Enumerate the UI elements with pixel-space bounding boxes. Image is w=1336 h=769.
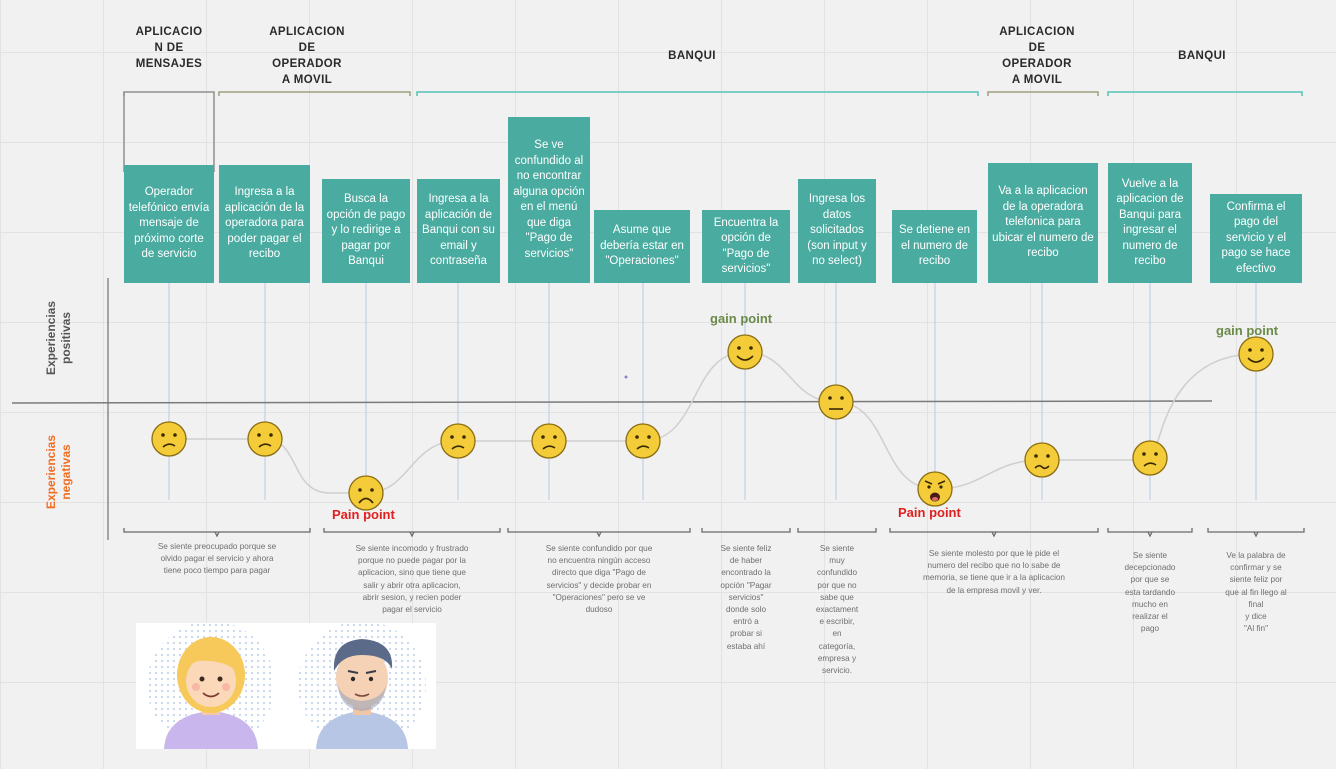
face-icon-step-10 [1024, 442, 1060, 478]
description-1: Se siente preocupado porque se olvido pa… [157, 542, 277, 576]
face-icon-step-11 [1132, 440, 1168, 476]
step-card-6: Asume que debería estar en "Operaciones" [594, 210, 690, 283]
man-avatar [298, 623, 426, 749]
step-card-8: Ingresa los datos solicitados (son input… [798, 179, 876, 283]
pain-point-label-2: Pain point [898, 505, 961, 520]
step-card-5: Se ve confundido al no encontrar alguna … [508, 117, 590, 283]
step-text: Operador telefónico envía mensaje de pró… [128, 186, 210, 261]
face-icon-step-9 [917, 471, 953, 507]
step-text: Se detiene en el numero de recibo [899, 224, 970, 268]
step-text: Ingresa a la aplicación de la operadora … [224, 186, 305, 261]
woman-avatar [147, 623, 275, 749]
phase-bracket-2 [218, 91, 411, 96]
step-text: Confirma el pago del servicio y el pago … [1221, 200, 1291, 275]
phase-bracket-5 [1107, 91, 1303, 96]
description-8: Ve la palabra de confirmar y se siente f… [1225, 551, 1287, 634]
step-text: Ingresa a la aplicación de Banqui con su… [422, 193, 495, 268]
step-card-2: Ingresa a la aplicación de la operadora … [219, 165, 310, 283]
phase-bracket-4 [987, 91, 1099, 96]
persona-avatars [147, 623, 426, 749]
description-5: Se siente muy confundido por que no sabe… [815, 544, 859, 676]
step-card-3: Busca la opción de pago y lo redirige a … [322, 179, 410, 283]
face-icon-step-1 [151, 421, 187, 457]
phase-bracket-3 [416, 91, 979, 96]
personas-panel [136, 623, 436, 749]
description-2: Se siente incomodo y frustrado porque no… [355, 544, 469, 615]
step-text: Vuelve a la aplicacion de Banqui para in… [1116, 177, 1184, 268]
phase-header-operador-1: APLICACION DE OPERADOR A MOVIL [269, 26, 345, 86]
step-card-7: Encuentra la opción de "Pago de servicio… [702, 210, 790, 283]
description-7: Se siente decepcionado por que se esta t… [1124, 551, 1176, 634]
step-card-4: Ingresa a la aplicación de Banqui con su… [417, 179, 500, 283]
step-text: Asume que debería estar en "Operaciones" [600, 224, 684, 268]
step-card-9: Se detiene en el numero de recibo [892, 210, 977, 283]
gain-point-label-1: gain point [710, 311, 773, 326]
step-text: Va a la aplicacion de la operadora telef… [992, 185, 1094, 260]
step-card-11: Vuelve a la aplicacion de Banqui para in… [1108, 163, 1192, 283]
step-card-1: Operador telefónico envía mensaje de pró… [124, 165, 214, 283]
face-icon-step-4 [440, 423, 476, 459]
step-text: Ingresa los datos solicitados (son input… [807, 193, 867, 268]
description-4: Se siente feliz de haber encontrado la o… [720, 544, 772, 651]
face-icon-step-6 [625, 423, 661, 459]
phase-header-banqui-1: BANQUI [668, 50, 716, 62]
face-icon-step-2 [247, 421, 283, 457]
gain-point-label-2: gain point [1216, 323, 1279, 338]
step-text: Busca la opción de pago y lo redirige a … [326, 193, 406, 268]
step-card-10: Va a la aplicacion de la operadora telef… [988, 163, 1098, 283]
pain-point-label-1: Pain point [332, 507, 395, 522]
face-icon-step-3 [348, 475, 384, 511]
description-6: Se siente molesto por que le pide el num… [923, 549, 1065, 595]
face-icon-step-5 [531, 423, 567, 459]
face-icon-step-12 [1238, 336, 1274, 372]
phase-header-operador-2: APLICACION DE OPERADOR A MOVIL [999, 26, 1075, 86]
phase-header-banqui-2: BANQUI [1178, 50, 1226, 62]
step-text: Se ve confundido al no encontrar alguna … [513, 139, 585, 260]
step-card-12: Confirma el pago del servicio y el pago … [1210, 194, 1302, 283]
step-text: Encuentra la opción de "Pago de servicio… [713, 216, 779, 276]
phase-header-mensajes: APLICACIO N DE MENSAJES [135, 26, 203, 70]
face-icon-step-8 [818, 384, 854, 420]
face-icon-step-7 [727, 334, 763, 370]
description-3: Se siente confundido por que no encuentr… [545, 544, 653, 615]
